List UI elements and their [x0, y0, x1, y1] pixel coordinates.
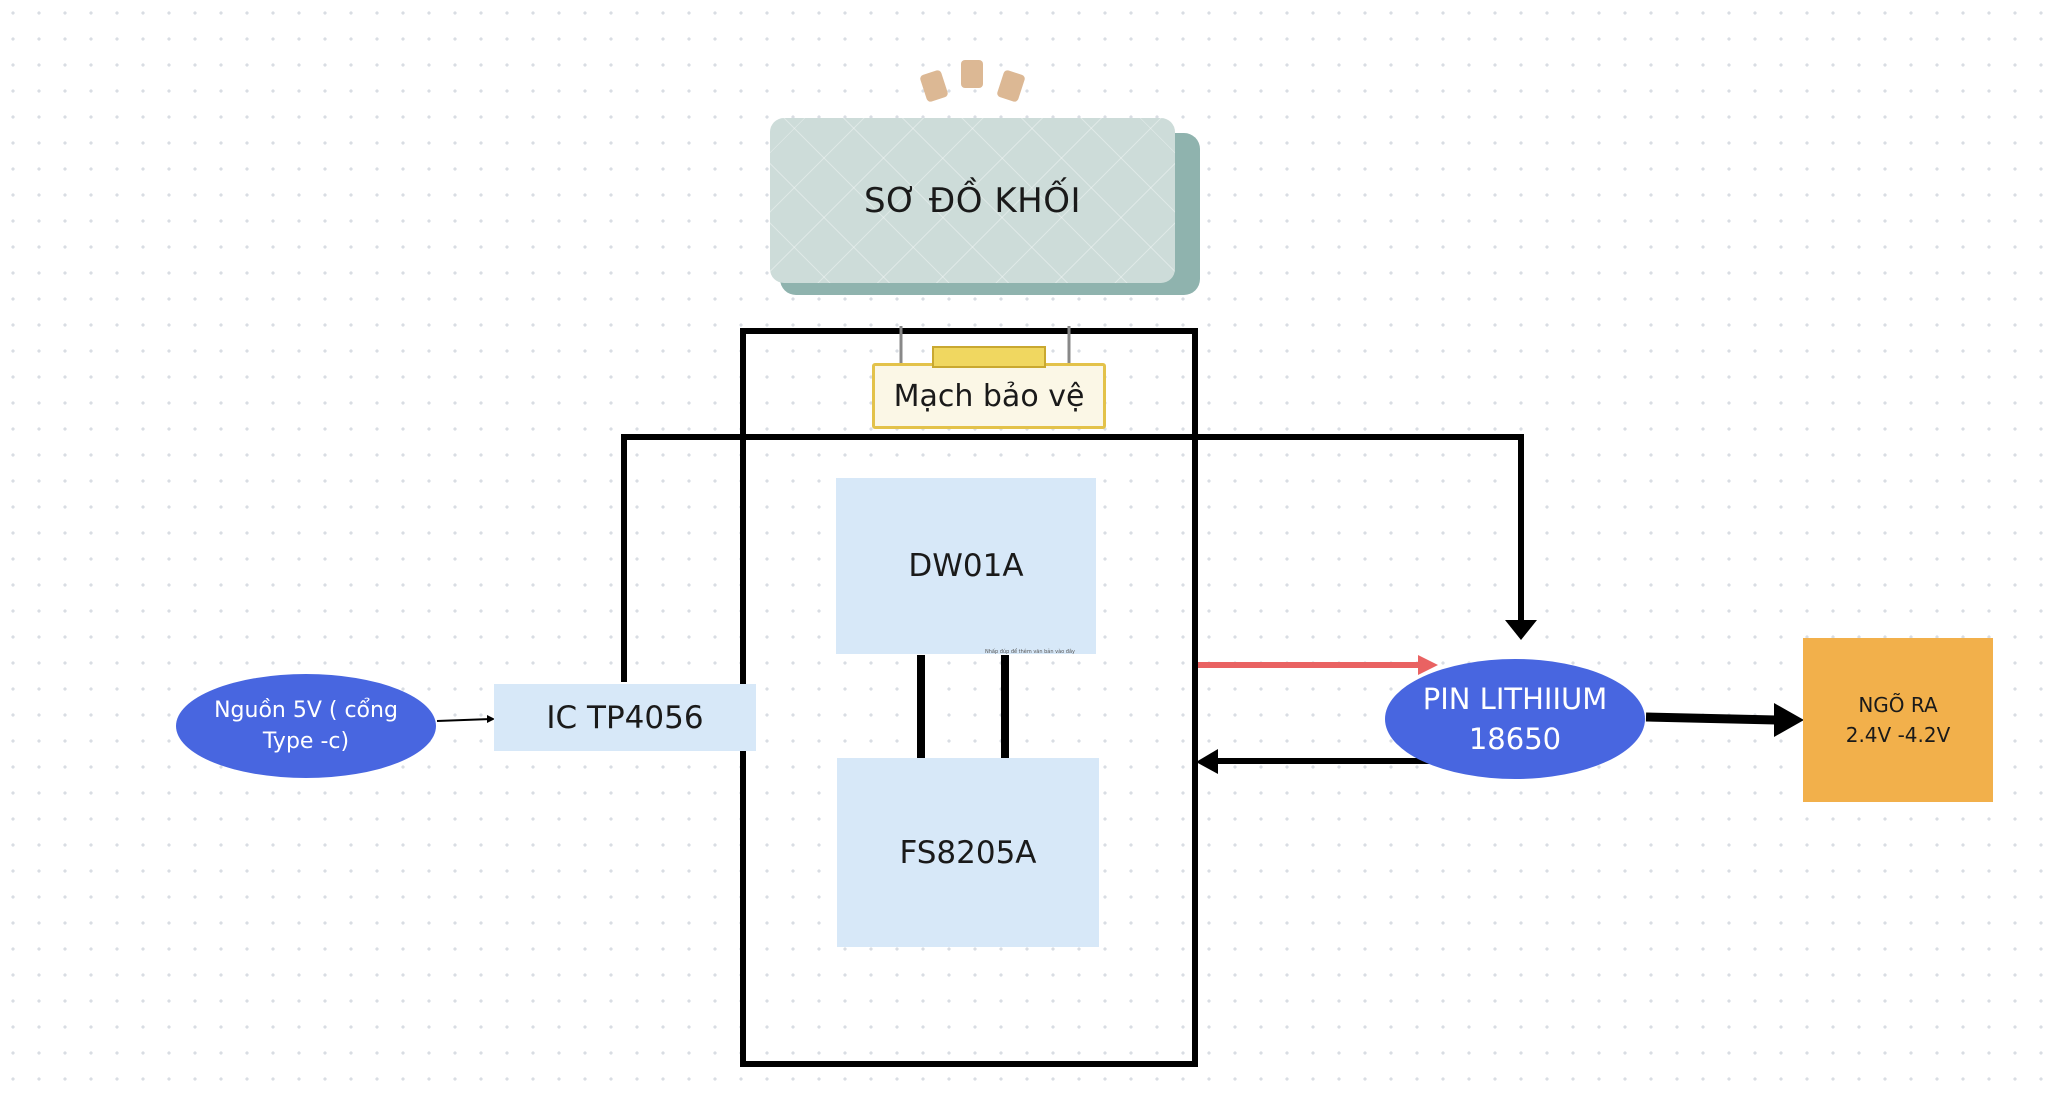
- protection-frame: [740, 328, 1198, 1067]
- ic-tp4056-label: IC TP4056: [546, 699, 704, 736]
- output-block[interactable]: NGÕ RA 2.4V -4.2V: [1803, 638, 1993, 802]
- power-source-ellipse[interactable]: Nguồn 5V ( cổng Type -c): [176, 674, 436, 778]
- battery-line1: PIN LITHIIUM: [1422, 682, 1608, 716]
- protection-label-text: Mạch bảo vệ: [893, 378, 1085, 414]
- source-to-ic-arrowhead: [487, 715, 495, 723]
- battery-line2: 18650: [1468, 722, 1562, 756]
- power-source-line1: Nguồn 5V ( cổng: [214, 698, 398, 723]
- source-to-ic-arrow: [436, 718, 492, 722]
- label-plate-bar: [932, 346, 1046, 368]
- decor-tab-center: [961, 60, 983, 88]
- diagram-title: SƠ ĐỒ KHỐI: [863, 180, 1081, 221]
- charge-line-to-battery: [621, 434, 1524, 682]
- output-line1: NGÕ RA: [1858, 693, 1938, 717]
- red-arrowhead: [1418, 655, 1438, 675]
- title-card[interactable]: SƠ ĐỒ KHỐI: [770, 118, 1175, 283]
- output-line2: 2.4V -4.2V: [1845, 723, 1951, 747]
- charge-arrowhead: [1505, 620, 1537, 640]
- battery-return-arrowhead: [1196, 749, 1218, 774]
- battery-ellipse[interactable]: PIN LITHIIUM 18650: [1385, 659, 1645, 779]
- fs8205a-block[interactable]: FS8205A: [837, 758, 1099, 947]
- fs8205a-label: FS8205A: [899, 834, 1037, 871]
- power-source-line2: Type -c): [262, 729, 350, 754]
- ic-tp4056-block[interactable]: IC TP4056: [494, 684, 756, 751]
- protection-label[interactable]: Mạch bảo vệ: [872, 363, 1106, 429]
- dw01a-block[interactable]: DW01A: [836, 478, 1096, 654]
- battery-to-output-arrowhead: [1774, 703, 1804, 737]
- dw01a-label: DW01A: [908, 548, 1024, 584]
- placeholder-note: Nhấp đúp để thêm văn bản vào đây: [985, 649, 1075, 655]
- battery-to-output-line: [1645, 712, 1777, 725]
